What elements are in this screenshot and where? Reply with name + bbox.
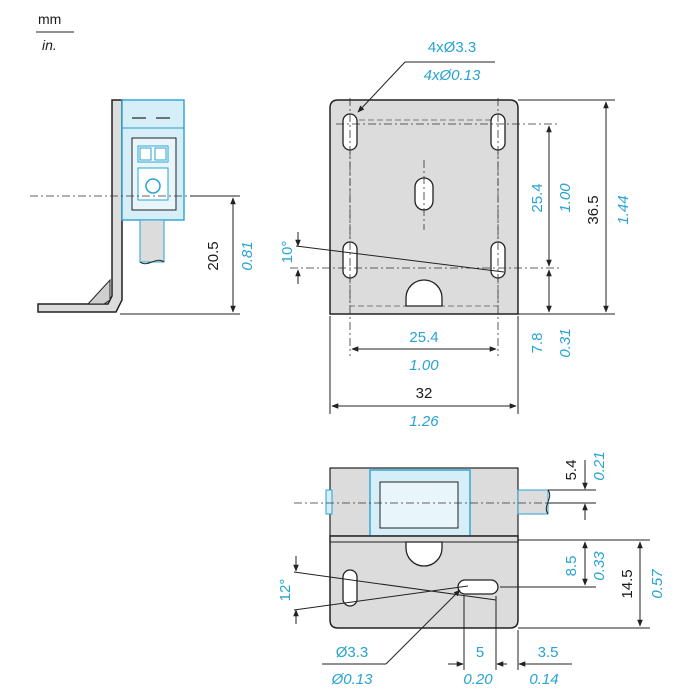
dim-hole-spacing-h-in: 1.00 [409,357,439,374]
dim-slot-offset-mm: 5 [476,644,484,661]
dim-height-total-in: 1.44 [615,195,632,224]
hole-callout-top-in: 4xØ0.13 [424,67,481,84]
dim-bottom-height-in: 0.57 [649,569,666,599]
dim-width-total-in: 1.26 [409,413,439,430]
dim-bottom-height-mm: 14.5 [619,569,636,598]
hole-callout-top-mm: 4xØ3.3 [428,39,476,56]
dim-edge-offset-in: 0.14 [529,671,558,688]
hole-callout-bottom-in: Ø0.13 [331,671,374,688]
dim-bottom-offset-in: 0.31 [557,328,574,357]
dim-bottom-offset-mm: 7.8 [529,333,546,354]
dim-mid-offset-in: 0.33 [591,551,608,581]
dim-height-total-mm: 36.5 [585,195,602,224]
bottom-plate [329,535,519,629]
bottom-hole-left [342,569,358,607]
side-gusset [86,278,111,305]
front-notch [405,279,443,307]
side-cable [139,219,165,263]
dim-mid-offset-mm: 8.5 [563,556,580,577]
units-legend: mm in. [36,11,74,53]
dim-edge-offset-mm: 3.5 [538,644,559,661]
dim-width-total-mm: 32 [416,385,433,402]
unit-mm: mm [38,11,61,27]
dim-hole-spacing-v-in: 1.00 [557,183,574,213]
bottom-cable [517,489,549,515]
bottom-view: 12° 5.4 0.21 8.5 0.33 14.5 0.57 Ø3.3 Ø0.… [277,451,666,688]
dim-angle-front: 10° [279,241,296,264]
front-view: 4xØ3.3 4xØ0.13 10° 25.4 1.00 36.5 1.44 7… [279,39,632,430]
side-view: 20.5 0.81 [30,99,256,315]
led-indicator-icon [145,178,161,194]
dim-side-height-mm: 20.5 [205,241,222,270]
dim-top-offset-mm: 5.4 [563,460,580,481]
dim-top-offset-in: 0.21 [591,451,608,480]
hole-callout-bottom-mm: Ø3.3 [336,644,369,661]
dim-side-height-in: 0.81 [239,241,256,270]
dim-slot-offset-in: 0.20 [463,671,493,688]
dim-hole-spacing-h-mm: 25.4 [409,329,438,346]
dim-hole-spacing-v-mm: 25.4 [529,183,546,212]
bottom-notch [405,541,443,567]
unit-in: in. [42,37,57,53]
dim-angle-bottom: 12° [277,579,294,602]
